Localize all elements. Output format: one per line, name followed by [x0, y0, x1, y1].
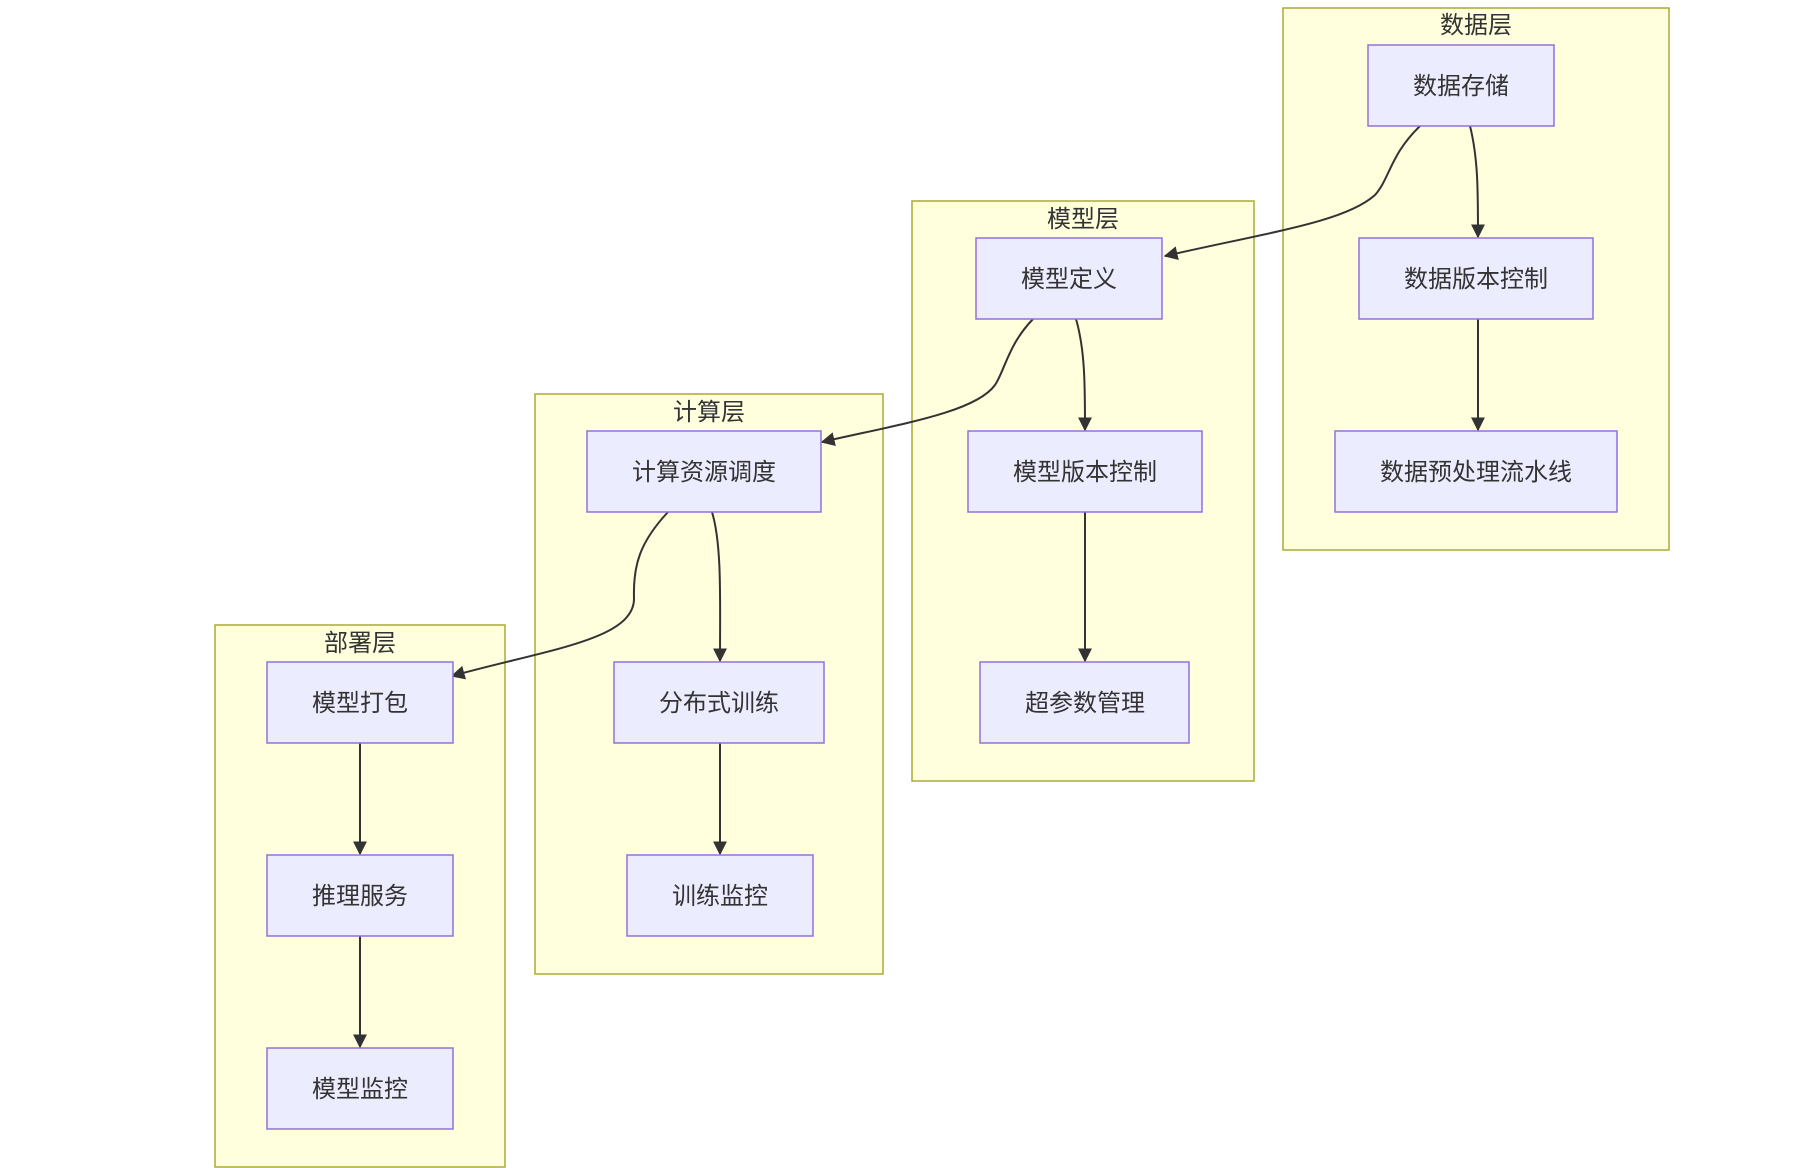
edge-compute-sched-to-dist-train: [711, 511, 728, 663]
edge-compute-sched-to-model-pack: [450, 511, 669, 680]
cluster-deploy-layer-title: 部署层: [324, 629, 396, 657]
node-data-storage-label: 数据存储: [1413, 72, 1509, 100]
node-compute-scheduling-label: 计算资源调度: [632, 458, 776, 486]
cluster-data-layer-title: 数据层: [1440, 11, 1512, 39]
node-model-definition-label: 模型定义: [1021, 265, 1117, 293]
node-data-version-control-label: 数据版本控制: [1404, 265, 1548, 293]
node-data-pipeline-label: 数据预处理流水线: [1380, 458, 1572, 486]
node-training-monitoring-label: 训练监控: [672, 882, 768, 910]
node-data-version-control: 数据版本控制: [1358, 237, 1594, 320]
node-hyperparameter-management: 超参数管理: [979, 661, 1190, 744]
cluster-compute-layer-title: 计算层: [673, 398, 745, 426]
node-model-packaging: 模型打包: [266, 661, 454, 744]
node-model-monitoring: 模型监控: [266, 1047, 454, 1130]
cluster-model-layer-title: 模型层: [1047, 205, 1119, 233]
node-model-version-control-label: 模型版本控制: [1013, 458, 1157, 486]
node-inference-service: 推理服务: [266, 854, 454, 937]
node-model-definition: 模型定义: [975, 237, 1163, 320]
edge-storage-to-model-def: [1163, 125, 1421, 261]
edge-model-def-to-compute-sched: [820, 318, 1034, 446]
node-model-packaging-label: 模型打包: [312, 689, 408, 717]
node-model-monitoring-label: 模型监控: [312, 1075, 408, 1103]
node-hyperparameter-management-label: 超参数管理: [1025, 689, 1145, 717]
node-compute-scheduling: 计算资源调度: [586, 430, 822, 513]
edge-storage-to-version: [1469, 125, 1485, 239]
edge-model-def-to-model-version: [1075, 318, 1092, 432]
node-distributed-training: 分布式训练: [613, 661, 825, 744]
node-data-storage: 数据存储: [1367, 44, 1555, 127]
node-distributed-training-label: 分布式训练: [659, 689, 779, 717]
node-data-pipeline: 数据预处理流水线: [1334, 430, 1618, 513]
node-training-monitoring: 训练监控: [626, 854, 814, 937]
node-model-version-control: 模型版本控制: [967, 430, 1203, 513]
node-inference-service-label: 推理服务: [312, 882, 408, 910]
